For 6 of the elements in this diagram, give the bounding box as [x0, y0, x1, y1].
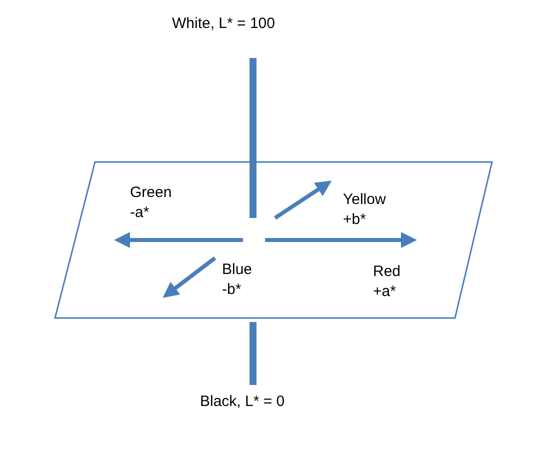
- axis-label: White, L* = 100: [172, 14, 276, 34]
- axis-label: Blue -b*: [222, 260, 254, 300]
- axis-label: Black, L* = 0: [200, 392, 286, 412]
- axis-label: Yellow +b*: [343, 190, 387, 230]
- axis-label: Green -a*: [130, 183, 173, 223]
- axis-label: Red +a*: [373, 262, 402, 302]
